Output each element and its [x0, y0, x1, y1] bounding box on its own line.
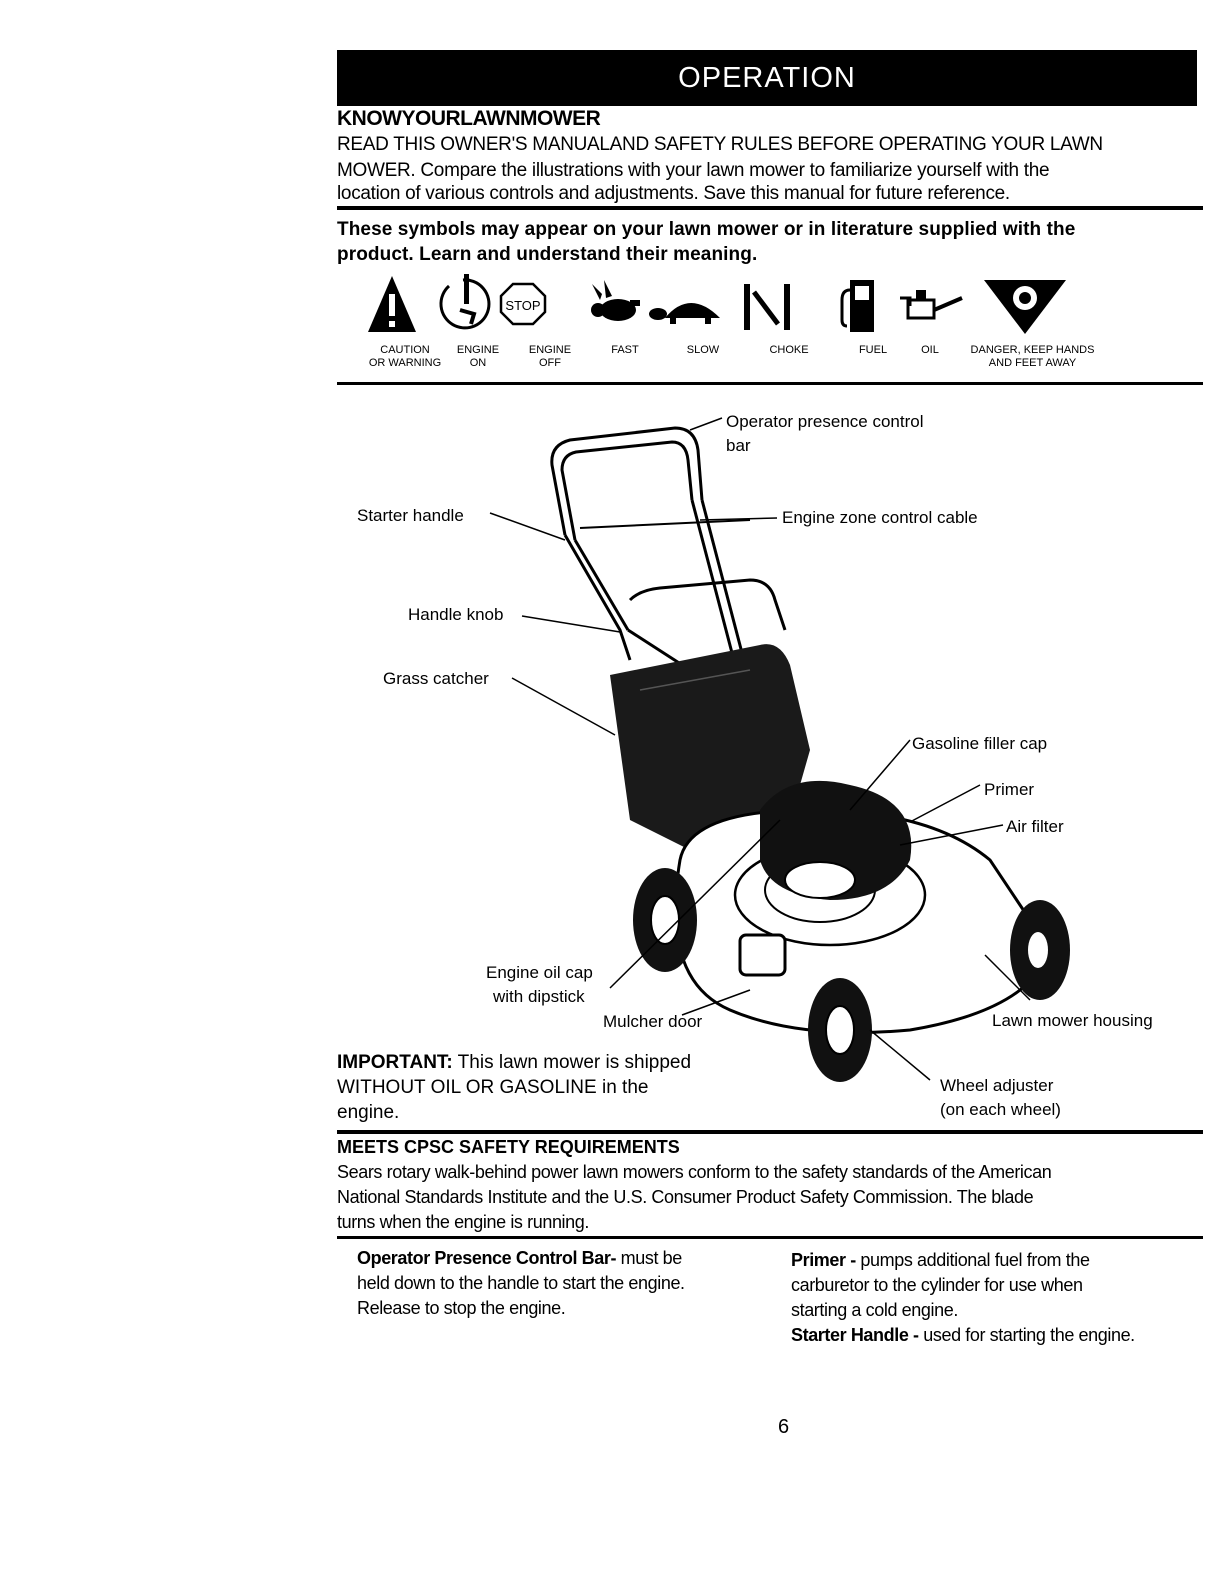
divider	[337, 1236, 1203, 1239]
section-title: KNOWYOURLAWNMOWER	[337, 107, 601, 130]
label-wheel-adjuster-2: (on each wheel)	[940, 1100, 1061, 1119]
divider	[337, 206, 1203, 210]
label-air-filter: Air filter	[1006, 817, 1064, 836]
important-label: IMPORTANT:	[337, 1052, 453, 1073]
label-engine-oil-cap: Engine oil cap	[486, 963, 593, 982]
lawn-mower-illustration	[489, 417, 1070, 1082]
label-grass-catcher: Grass catcher	[383, 669, 489, 688]
label-starter-handle: Starter handle	[357, 506, 464, 525]
description-primer-starter: Primer - pumps additional fuel from the …	[791, 1250, 1135, 1345]
label-wheel-adjuster: Wheel adjuster	[940, 1076, 1054, 1095]
label-mulcher-door: Mulcher door	[603, 1012, 703, 1031]
fuel-pump-icon	[840, 280, 874, 332]
caution-warning-icon	[368, 276, 416, 332]
divider	[337, 382, 1203, 385]
label-lawn-mower-housing: Lawn mower housing	[992, 1011, 1153, 1030]
engine-on-icon	[439, 274, 491, 330]
symbol-label-fast: FAST	[611, 344, 639, 356]
symbol-label-oil: OIL	[921, 344, 939, 356]
safety-symbols-row: STOP	[368, 274, 1066, 334]
oil-can-icon	[900, 290, 963, 320]
description-operator-presence-bar: Operator Presence Control Bar- must be h…	[357, 1248, 685, 1318]
label-primer: Primer	[984, 780, 1035, 799]
page-number: 6	[778, 1416, 790, 1438]
label-operator-presence-bar: Operator presence control	[726, 412, 924, 431]
intro-line-1: READ THIS OWNER'S MANUALAND SAFETY RULES…	[337, 134, 1103, 155]
label-handle-knob: Handle knob	[408, 605, 504, 624]
engine-off-icon: STOP	[499, 282, 547, 326]
important-note: IMPORTANT: This lawn mower is shipped WI…	[337, 1052, 692, 1123]
cpsc-title: MEETS CPSC SAFETY REQUIREMENTS	[337, 1137, 680, 1157]
choke-icon	[744, 284, 790, 330]
symbol-label-fuel: FUEL	[858, 344, 888, 356]
symbols-intro-line-1: These symbols may appear on your lawn mo…	[337, 219, 1076, 240]
label-operator-presence-bar-2: bar	[726, 436, 751, 455]
fast-rabbit-icon	[591, 280, 640, 321]
symbol-label-slow: SLOW	[686, 344, 720, 356]
svg-text:STOP: STOP	[505, 298, 540, 313]
divider	[337, 1130, 1203, 1134]
slow-turtle-icon	[649, 303, 720, 324]
label-engine-oil-cap-2: with dipstick	[493, 987, 585, 1006]
cpsc-line-1: Sears rotary walk-behind power lawn mowe…	[337, 1162, 1052, 1182]
section-banner: OPERATION	[337, 50, 1197, 106]
intro-line-3: location of various controls and adjustm…	[337, 183, 1010, 204]
danger-hands-feet-icon	[984, 280, 1066, 334]
label-gasoline-filler-cap: Gasoline filler cap	[912, 734, 1048, 753]
symbol-label-choke: CHOKE	[769, 344, 809, 356]
cpsc-line-2: National Standards Institute and the U.S…	[337, 1187, 1034, 1207]
label-engine-zone-control-cable: Engine zone control cable	[782, 508, 978, 527]
intro-line-2: MOWER. Compare the illustrations with yo…	[337, 160, 1050, 181]
cpsc-line-3: turns when the engine is running.	[337, 1212, 589, 1232]
symbols-intro-line-2: product. Learn and understand their mean…	[337, 244, 758, 265]
